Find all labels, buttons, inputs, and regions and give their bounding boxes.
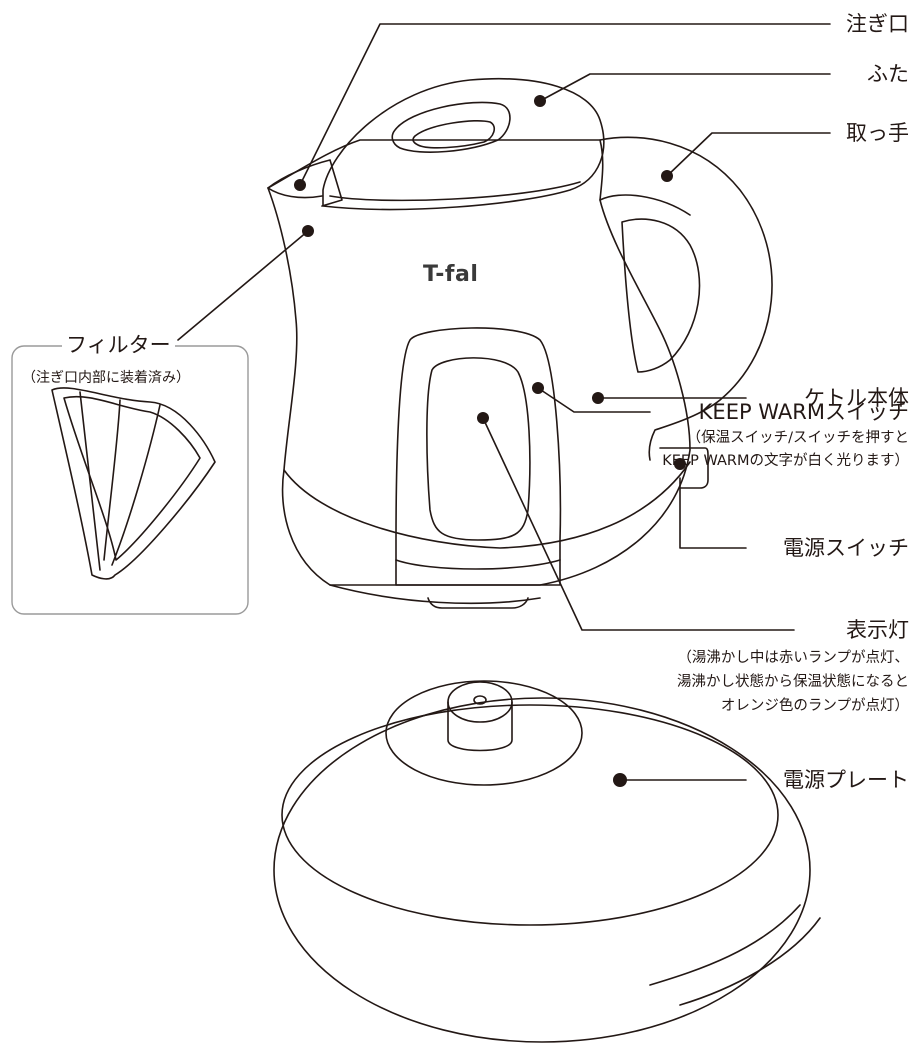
label-plate: 電源プレート (783, 768, 909, 792)
indicator-note-1: （湯沸かし中は赤いランプが点灯、 (677, 650, 909, 666)
dot-spout (294, 179, 306, 191)
front-window-inner (426, 357, 531, 541)
lid-knob-inner (412, 119, 496, 149)
kettle-base-band (283, 461, 691, 549)
power-switch-shape (659, 447, 709, 489)
lid-knob-outer (391, 101, 511, 153)
front-window-outer (395, 327, 562, 586)
lid-outline (322, 77, 605, 211)
dot-body (592, 392, 604, 404)
handle-outer (599, 136, 773, 461)
filter-rib-2 (103, 399, 121, 561)
handle-grip (621, 218, 701, 373)
label-indicator: 表示灯 (846, 618, 909, 642)
indicator-tab (427, 597, 529, 609)
power-cord (649, 904, 821, 1006)
dot-plate (613, 773, 627, 787)
lid-inner (329, 181, 581, 202)
kettle-base-bottom (329, 584, 541, 605)
dot-indicator (477, 412, 489, 424)
spout-outline (267, 159, 343, 207)
plate-middle (385, 680, 583, 786)
kettle-rim (267, 187, 323, 199)
leader-filter (177, 230, 309, 341)
dot-handle (661, 170, 673, 182)
plate-post (447, 701, 513, 752)
plate-top (281, 704, 779, 926)
label-spout: 注ぎ口 (846, 12, 909, 36)
kettle-body-outline (267, 139, 691, 586)
leader-dots (294, 95, 686, 787)
filter-rib-3 (111, 404, 161, 566)
handle-inner-edge (599, 194, 691, 216)
leader-lid (539, 73, 831, 102)
plate-post-top (447, 681, 513, 723)
plate-post-hole (473, 695, 487, 705)
filter-outline (51, 387, 216, 580)
brand-logo: T-fal (423, 262, 479, 287)
filter-rib-1 (79, 391, 101, 571)
label-filter: フィルター (62, 333, 175, 357)
keep-warm-note-1: （保温スイッチ/スイッチを押すと (686, 430, 909, 446)
leader-spout (299, 23, 831, 186)
dot-lid (534, 95, 546, 107)
leader-power-switch (679, 477, 747, 549)
label-lid: ふた (867, 62, 909, 86)
indicator-note-2: 湯沸かし状態から保温状態になると (677, 674, 909, 690)
leader-keep-warm (537, 387, 651, 413)
dot-power-switch (674, 458, 686, 470)
dot-keep-warm (532, 382, 544, 394)
filter-inner (63, 395, 201, 561)
leader-indicator (482, 417, 795, 631)
leader-handle (666, 132, 831, 177)
keep-warm-note-2: KEEP WARMの文字が白く光ります） (662, 453, 909, 469)
filter-note: （注ぎ口内部に装着済み） (22, 370, 190, 386)
keep-warm-panel (395, 559, 561, 570)
label-keep-warm: KEEP WARMスイッチ (698, 400, 909, 424)
plate-outer (273, 697, 811, 1043)
label-power-switch: 電源スイッチ (783, 536, 909, 560)
label-handle: 取っ手 (846, 121, 909, 145)
label-body: ケトル本体 (804, 386, 909, 410)
dot-filter (302, 225, 314, 237)
indicator-note-3: オレンジ色のランプが点灯） (720, 698, 909, 714)
